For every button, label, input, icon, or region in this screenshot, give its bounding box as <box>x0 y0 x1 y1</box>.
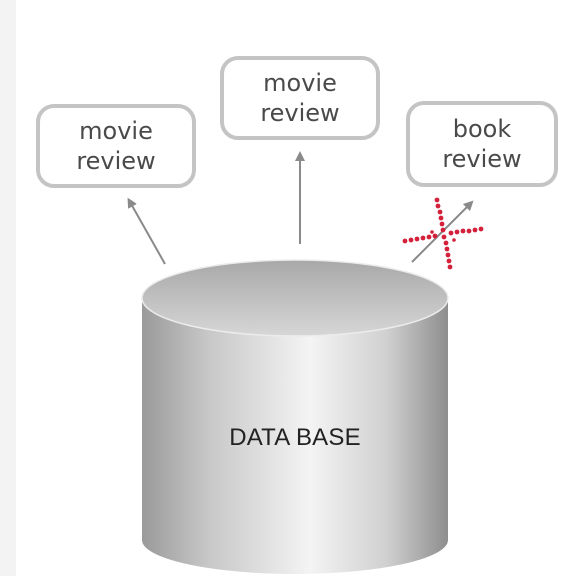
box-middle-line1: movie <box>263 69 337 97</box>
box-right-line1: book <box>452 115 512 143</box>
movie-review-box-left: movie review <box>36 104 196 188</box>
blocked-cross-icon <box>402 197 484 270</box>
left-margin-strip <box>0 0 16 576</box>
arrow-to-left-box <box>127 197 166 265</box>
box-right-line2: review <box>442 145 522 173</box>
book-review-box: book review <box>406 101 558 187</box>
arrow-to-right-box <box>411 200 474 263</box>
database-cylinder-icon <box>141 259 449 574</box>
database-label: DATA BASE <box>229 424 361 451</box>
movie-review-box-middle: movie review <box>220 56 380 140</box>
box-left-line1: movie <box>79 117 153 145</box>
box-left-line2: review <box>76 147 156 175</box>
box-middle-line2: review <box>260 99 340 127</box>
